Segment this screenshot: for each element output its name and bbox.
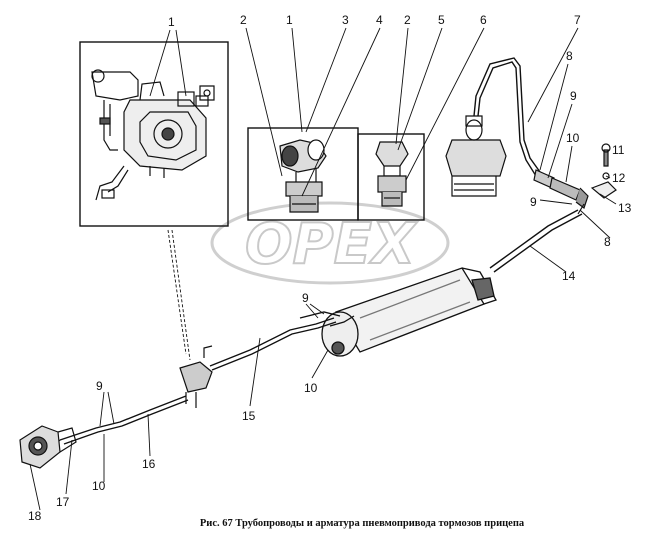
callout-10-top: 10 (566, 131, 580, 145)
watermark-text: OPEX (245, 212, 418, 277)
angle-fitting (279, 139, 327, 213)
callout-18: 18 (28, 509, 42, 523)
callout-9-tank: 9 (302, 291, 309, 305)
callout-16: 16 (142, 457, 156, 471)
brake-valve-drawing (91, 69, 215, 201)
inset-connector-right (357, 133, 425, 221)
brake-chamber (445, 115, 507, 197)
callout-4: 4 (376, 13, 383, 27)
callout-7: 7 (574, 13, 581, 27)
callout-9-mid: 9 (530, 195, 537, 209)
callout-12: 12 (612, 171, 626, 185)
pipeline-7 (473, 57, 541, 177)
pipeline-15 (209, 311, 341, 371)
air-receiver (321, 267, 497, 357)
leader-lines (29, 27, 617, 511)
callout-2-left: 2 (240, 13, 247, 27)
callout-13: 13 (618, 201, 632, 215)
callout-3: 3 (342, 13, 349, 27)
callout-8-top: 8 (566, 49, 573, 63)
coupling-assembly (533, 143, 617, 215)
figure-caption: Рис. 67 Трубопроводы и арматура пневмопр… (200, 518, 525, 529)
callout-1-inset: 1 (168, 15, 175, 29)
pipeline-16-17 (45, 395, 189, 453)
coupling-head (19, 425, 77, 469)
straight-fitting (375, 141, 409, 207)
callouts: 1 2 1 3 4 2 5 6 7 8 9 10 11 12 13 9 8 14… (28, 13, 632, 523)
callout-1-fitting: 1 (286, 13, 293, 27)
inset-connector-left (247, 127, 359, 221)
callout-11: 11 (612, 143, 625, 157)
inset-brake-valve (79, 41, 229, 227)
callout-10-bottom: 10 (92, 479, 106, 493)
callout-9-top: 9 (570, 89, 577, 103)
callout-15: 15 (242, 409, 256, 423)
callout-8-mid: 8 (604, 235, 611, 249)
callout-6: 6 (480, 13, 487, 27)
callout-14: 14 (562, 269, 576, 283)
watermark: OPEX (210, 201, 450, 285)
callout-9-bottom: 9 (96, 379, 103, 393)
callout-17: 17 (56, 495, 70, 509)
callout-10-tank: 10 (304, 381, 318, 395)
junction-tee (179, 345, 213, 408)
pipeline-14 (489, 209, 583, 273)
callout-2-right: 2 (404, 13, 411, 27)
callout-5: 5 (438, 13, 445, 27)
